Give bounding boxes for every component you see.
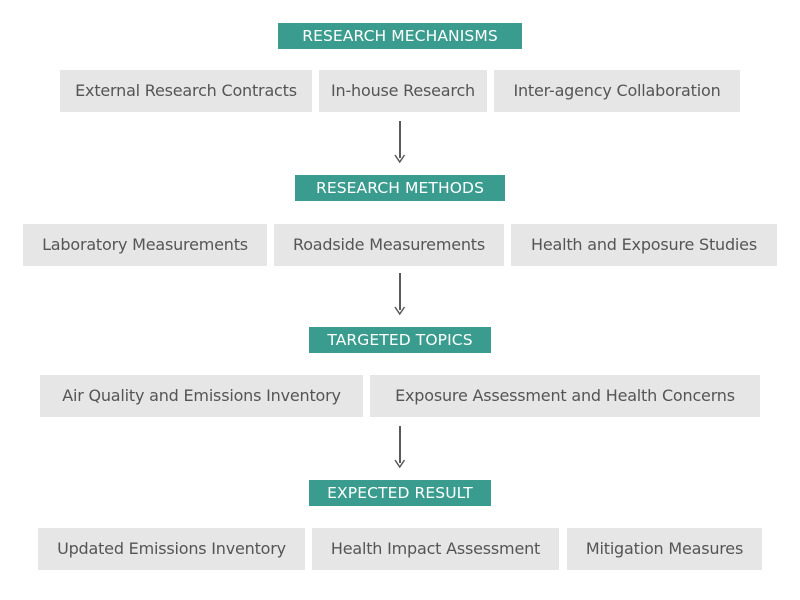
header-targeted-topics: TARGETED TOPICS bbox=[309, 327, 491, 353]
box-health-and-exposure-studies: Health and Exposure Studies bbox=[511, 224, 777, 266]
box-exposure-assessment-and-health-concerns: Exposure Assessment and Health Concerns bbox=[370, 375, 760, 417]
header-research-methods: RESEARCH METHODS bbox=[295, 175, 505, 201]
box-updated-emissions-inventory: Updated Emissions Inventory bbox=[38, 528, 305, 570]
box-external-research-contracts: External Research Contracts bbox=[60, 70, 312, 112]
box-air-quality-and-emissions-inventory: Air Quality and Emissions Inventory bbox=[40, 375, 363, 417]
header-expected-result: EXPECTED RESULT bbox=[309, 480, 491, 506]
box-roadside-measurements: Roadside Measurements bbox=[274, 224, 504, 266]
box-laboratory-measurements: Laboratory Measurements bbox=[23, 224, 267, 266]
box-in-house-research: In-house Research bbox=[319, 70, 487, 112]
box-mitigation-measures: Mitigation Measures bbox=[567, 528, 762, 570]
header-research-mechanisms: RESEARCH MECHANISMS bbox=[278, 23, 522, 49]
box-health-impact-assessment: Health Impact Assessment bbox=[312, 528, 559, 570]
box-inter-agency-collaboration: Inter-agency Collaboration bbox=[494, 70, 740, 112]
